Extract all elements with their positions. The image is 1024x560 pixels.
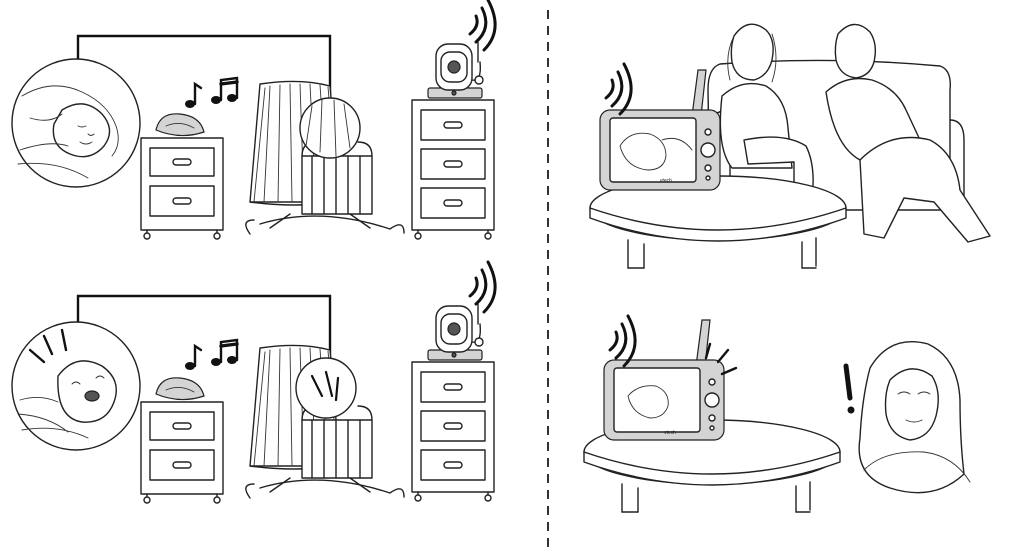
night-light-icon (155, 377, 205, 401)
sleeping-baby (17, 85, 119, 179)
zoom-circle-sleeping-baby (11, 58, 141, 188)
scene-parents-relaxing: vtech (589, 23, 991, 269)
parent-monitor-alert (603, 319, 725, 441)
crying-baby (17, 328, 117, 439)
zoom-circle-crying-baby (11, 321, 141, 451)
parent-monitor-quiet (599, 69, 721, 191)
monitor-brand-label: vtech (660, 178, 672, 184)
alert-lines (704, 342, 738, 376)
dresser (411, 99, 495, 240)
music-notes-icon (183, 76, 239, 110)
nightstand (140, 137, 224, 240)
zoom-circle-crib (295, 357, 357, 419)
baby-camera-unit (427, 303, 484, 361)
scene-sleeping-baby (11, 0, 497, 240)
monitor-brand-label: vtech (664, 430, 676, 436)
wifi-signal-icon (468, 0, 497, 52)
scene-parent-alerted: vtech (583, 314, 971, 513)
parent-man-relaxing (825, 23, 991, 243)
wifi-signal-icon (604, 62, 633, 116)
nightstand (140, 401, 224, 504)
wifi-signal-icon (468, 260, 497, 314)
music-notes-icon (183, 338, 239, 372)
night-light-icon (155, 113, 205, 137)
alerted-parent-woman (858, 341, 971, 494)
dresser (411, 361, 495, 502)
wifi-signal-icon (608, 314, 637, 368)
exclamation-icon (843, 363, 855, 414)
monitor-screen-crying-baby: vtech (627, 385, 676, 436)
monitor-screen-sleeping-baby: vtech (619, 132, 693, 184)
scene-crying-baby (11, 260, 497, 504)
baby-camera-unit (427, 41, 484, 99)
